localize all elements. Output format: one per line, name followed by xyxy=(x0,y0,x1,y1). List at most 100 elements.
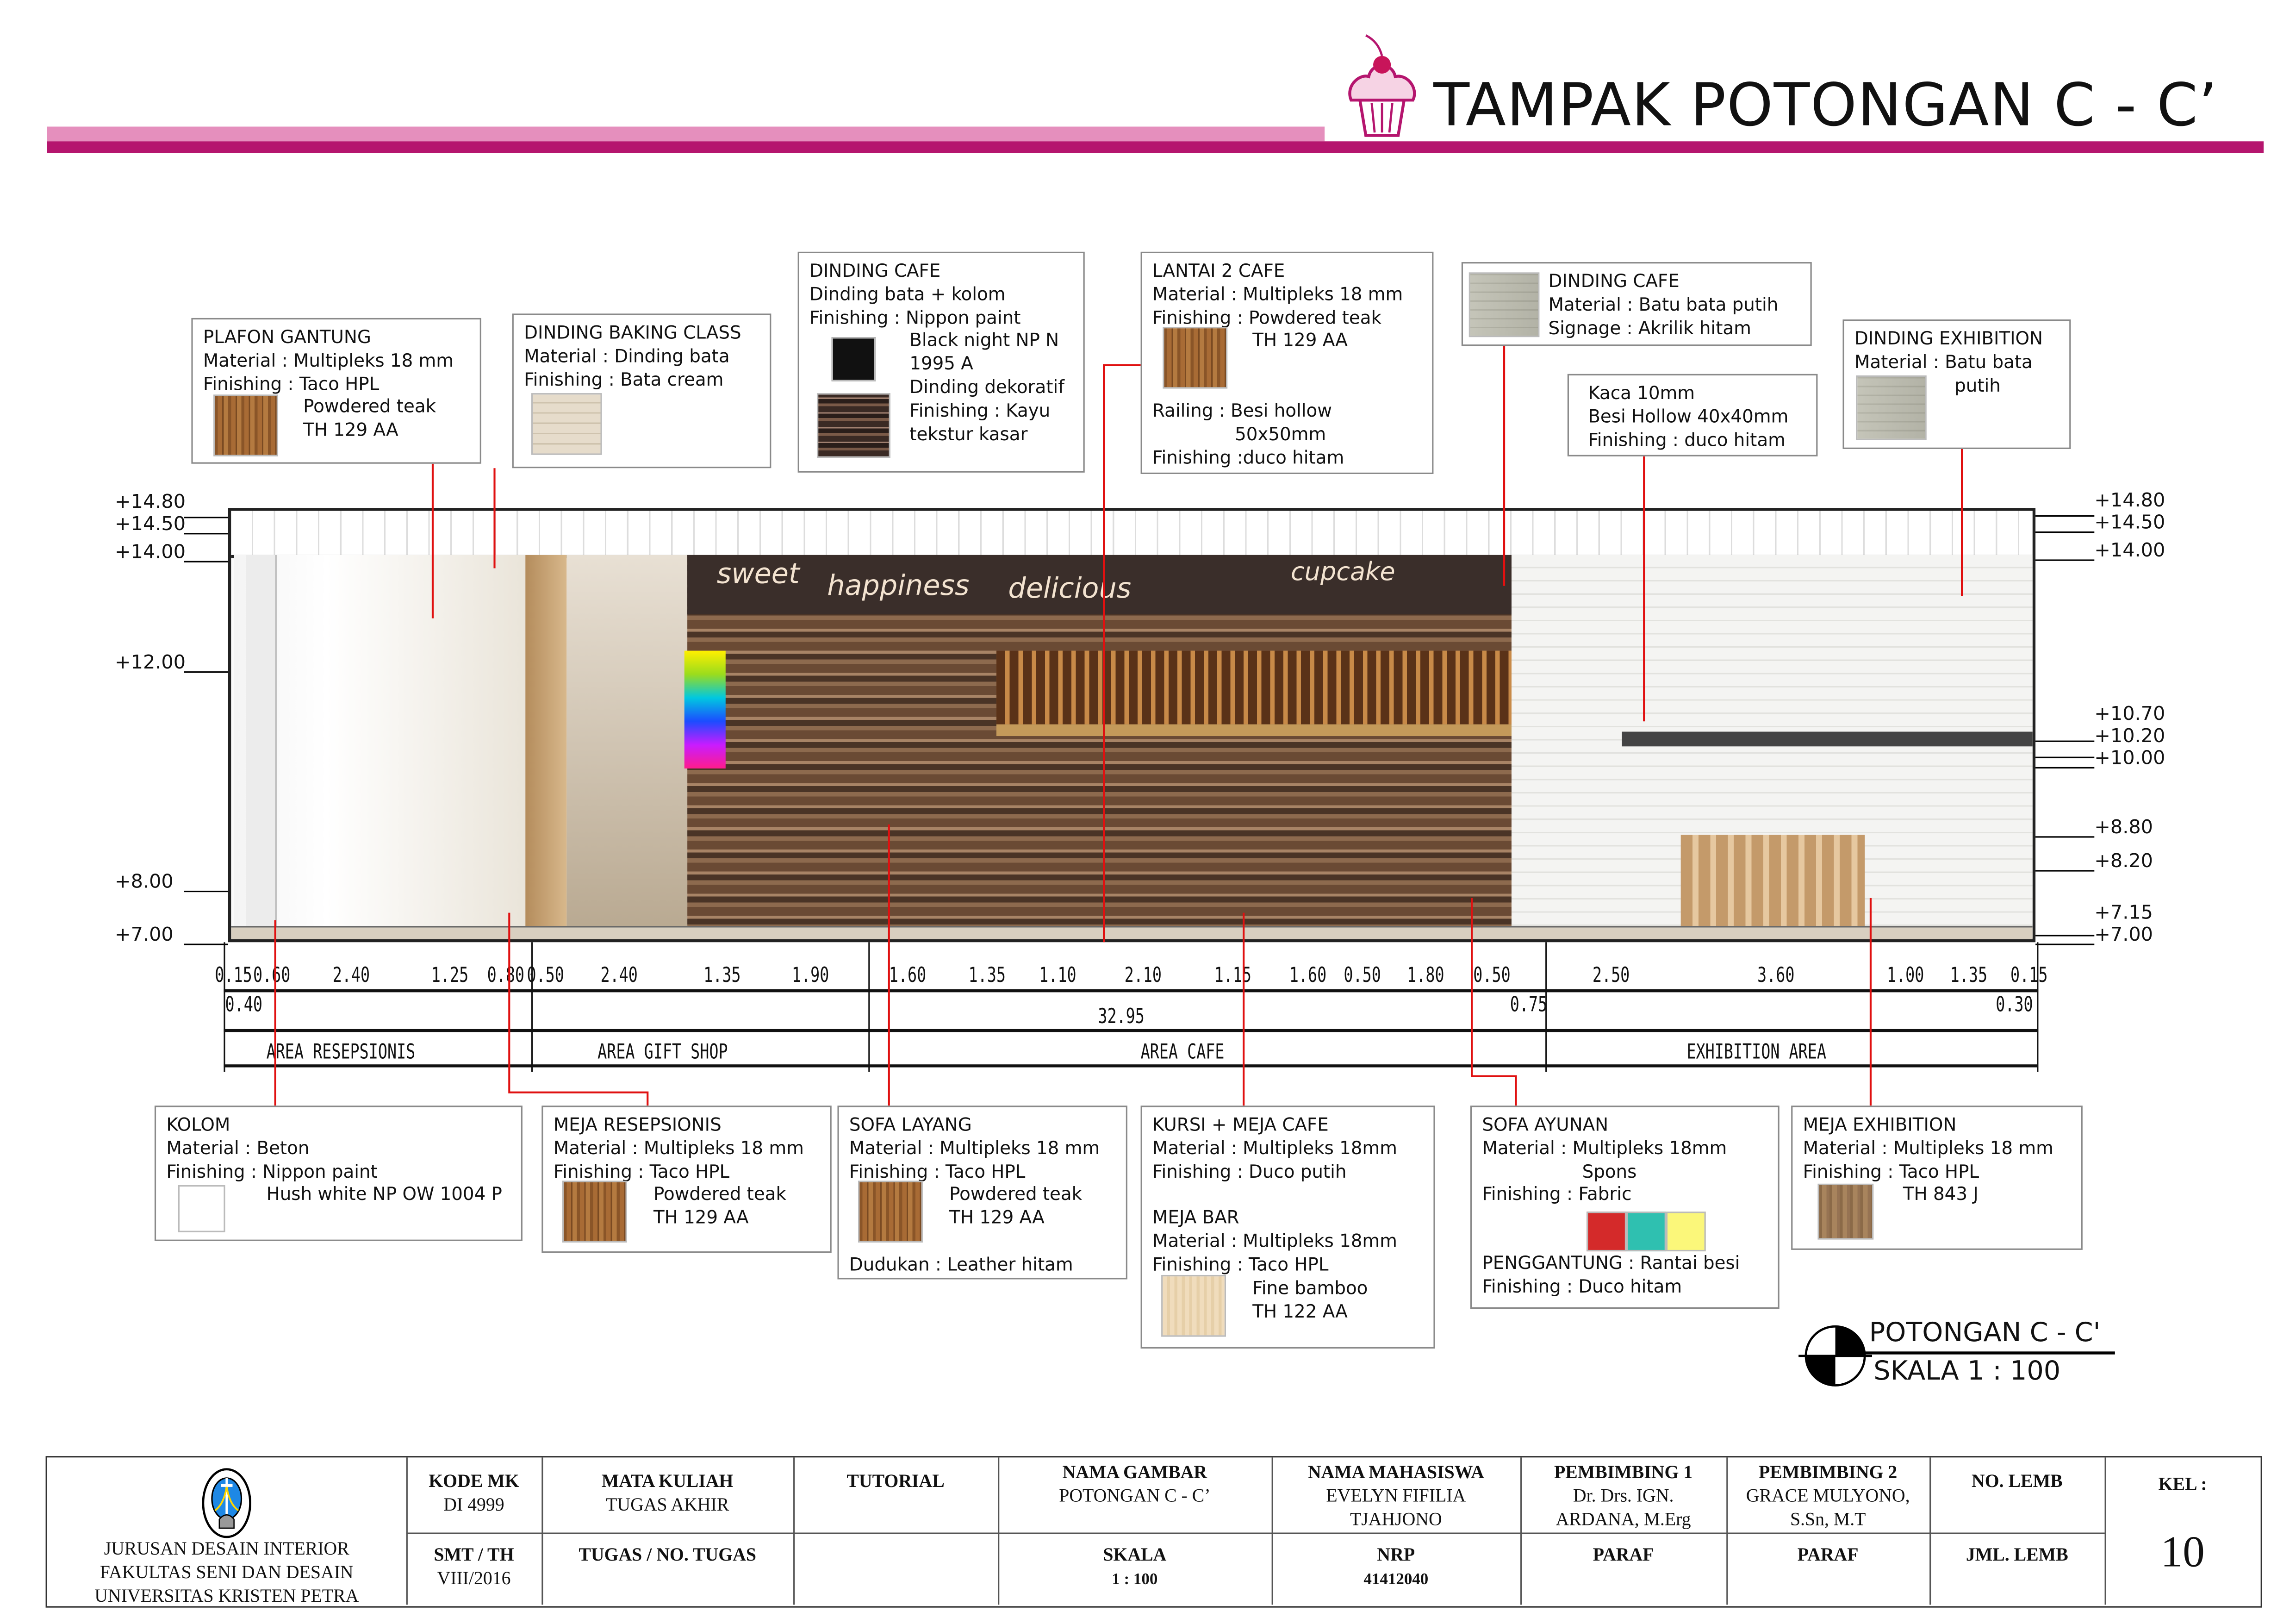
swatch-powdered-teak xyxy=(858,1181,923,1243)
pembimbing2-name: S.Sn, M.T xyxy=(1790,1509,1866,1530)
mahasiswa-name: TJAHJONO xyxy=(1350,1509,1442,1530)
skala-label: SKALA xyxy=(1103,1544,1167,1565)
area-label: AREA GIFT SHOP xyxy=(597,1041,728,1065)
section-marker-icon xyxy=(1798,1325,1873,1387)
level-line xyxy=(2035,836,2095,838)
dimension-sub-value: 0.40 xyxy=(225,993,262,1018)
col-divider xyxy=(998,1457,1000,1605)
swatch-dinding-dekoratif xyxy=(816,393,890,458)
dimension-value: 1.90 xyxy=(791,964,829,988)
swatch-powdered-teak xyxy=(562,1181,627,1243)
dimension-extension xyxy=(531,942,533,1072)
dimension-extension xyxy=(1545,942,1547,1072)
level-line xyxy=(2035,767,2095,769)
header-bar-light xyxy=(47,126,1325,142)
dimension-sub-value: 0.75 xyxy=(1510,993,1548,1018)
render-sign: sweet xyxy=(716,558,800,591)
dimension-sub-value: 0.30 xyxy=(1996,993,2033,1018)
cupcake-logo-icon xyxy=(1348,34,1416,137)
dimension-value: 1.15 xyxy=(1214,964,1252,988)
dimension-extension xyxy=(868,942,870,1072)
render-sign: delicious xyxy=(1008,573,1132,606)
mata-kuliah-label: MATA KULIAH xyxy=(601,1470,734,1492)
dimension-value: 1.35 xyxy=(703,964,741,988)
smt: VIII/2016 xyxy=(437,1568,511,1589)
swatch-fabric-red xyxy=(1587,1212,1627,1252)
dimension-value: 1.60 xyxy=(889,964,927,988)
scale-value: SKALA 1 : 100 xyxy=(1873,1355,2061,1387)
level-line xyxy=(2035,531,2095,533)
leader-resepsionis xyxy=(508,912,649,1106)
col-divider xyxy=(2104,1457,2106,1605)
dimension-value: 2.10 xyxy=(1124,964,1162,988)
paraf-label: PARAF xyxy=(1593,1544,1654,1565)
col-divider xyxy=(406,1457,408,1605)
level-line xyxy=(184,943,228,945)
dimension-line-areas xyxy=(224,1064,2037,1068)
mahasiswa-label: NAMA MAHASISWA xyxy=(1307,1462,1484,1483)
dimension-value: 0.50 xyxy=(1344,964,1381,988)
smt-label: SMT / TH xyxy=(434,1544,514,1565)
level-label: +14.00 xyxy=(2094,540,2165,562)
tutorial-label: TUTORIAL xyxy=(846,1470,945,1492)
level-label: +14.00 xyxy=(115,542,186,564)
level-line xyxy=(2035,559,2095,561)
kel-value: 10 xyxy=(2160,1528,2205,1577)
swatch-bata-cream xyxy=(531,393,602,455)
header-bar-dark xyxy=(47,141,2264,153)
level-label: +7.00 xyxy=(115,924,174,947)
dimension-extension xyxy=(2037,942,2039,1072)
swatch-black-night xyxy=(831,337,876,381)
col-divider xyxy=(1271,1457,1273,1605)
gift-shop-area xyxy=(566,555,688,938)
area-label: EXHIBITION AREA xyxy=(1686,1041,1826,1065)
level-line xyxy=(184,533,228,535)
area-label: AREA RESEPSIONIS xyxy=(266,1041,416,1065)
col-divider xyxy=(793,1457,795,1605)
dimension-value: 0.80 xyxy=(487,964,525,988)
level-line xyxy=(184,517,228,518)
swatch-fabric-teal xyxy=(1626,1212,1666,1252)
dimension-value: 0.50 xyxy=(1473,964,1511,988)
university-logo xyxy=(202,1468,252,1538)
mezzanine-planter xyxy=(996,650,1526,737)
exhibition-panels xyxy=(1680,835,1865,926)
swatch-th-843-j xyxy=(1817,1183,1874,1240)
pembimbing1-name: ARDANA, M.Erg xyxy=(1556,1509,1691,1530)
reception-area xyxy=(234,555,543,938)
dimension-value: 1.25 xyxy=(431,964,469,988)
dimension-line-total xyxy=(224,1029,2037,1032)
level-label: +14.50 xyxy=(2094,512,2165,535)
swatch-batu-bata-putih xyxy=(1468,272,1540,337)
leader-sofa-ayunan xyxy=(1471,898,1517,1106)
dimension-value: 1.35 xyxy=(968,964,1006,988)
pembimbing1-name: Dr. Drs. IGN. xyxy=(1573,1485,1674,1506)
level-line xyxy=(184,561,228,562)
color-shelf xyxy=(684,650,726,769)
page-title: TAMPAK POTONGAN C - C’ xyxy=(1433,72,2218,140)
level-label: +14.50 xyxy=(115,513,186,536)
dimension-value: 2.40 xyxy=(600,964,638,988)
mata-kuliah: TUGAS AKHIR xyxy=(606,1494,729,1515)
section-render: sweet happiness delicious cupcake xyxy=(228,508,2036,943)
swatch-hush-white xyxy=(178,1185,225,1232)
dimension-value: 1.10 xyxy=(1039,964,1076,988)
pembimbing2-name: GRACE MULYONO, xyxy=(1746,1485,1910,1506)
swatch-powdered-teak xyxy=(1163,326,1228,389)
level-line xyxy=(2035,935,2095,937)
col-divider xyxy=(1726,1457,1728,1605)
area-label: AREA CAFE xyxy=(1140,1041,1225,1065)
level-label: +14.80 xyxy=(2094,490,2165,512)
nama-gambar: POTONGAN C - C’ xyxy=(1059,1485,1211,1506)
